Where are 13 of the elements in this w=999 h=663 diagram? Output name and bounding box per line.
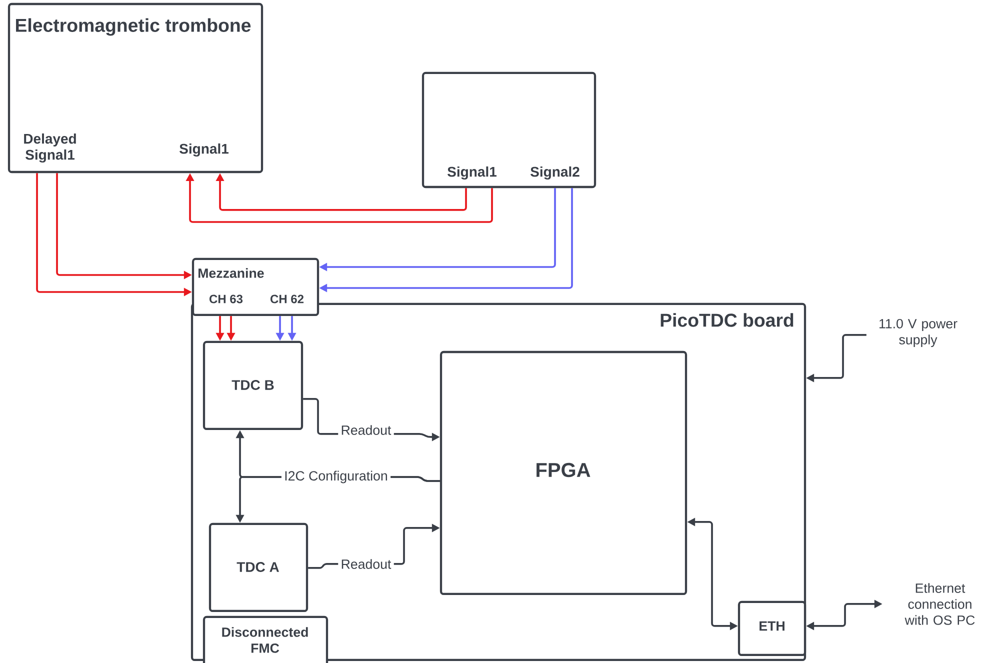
chip-box: TDC B	[202, 340, 304, 430]
edge-label: Readout	[338, 556, 394, 572]
device-box: Signal1 Signal2	[422, 72, 596, 188]
chip-box: FPGA	[440, 350, 688, 596]
mezzanine-box: Mezzanine CH 63 CH 62	[192, 258, 320, 316]
edge-label: I2C Configuration	[281, 468, 391, 486]
chip-box: TDC A	[208, 522, 308, 612]
power-label: 11.0 V power supply	[880, 318, 958, 348]
device-box: Electromagnetic trombone Delayed Signal1 Signal1	[8, 2, 264, 174]
connection-label: Ethernet connection with OS PC	[904, 583, 975, 625]
edge-label: Readout	[338, 422, 394, 438]
connector-box: Disconnected FMC	[202, 616, 328, 663]
port-box: ETH	[738, 600, 806, 656]
